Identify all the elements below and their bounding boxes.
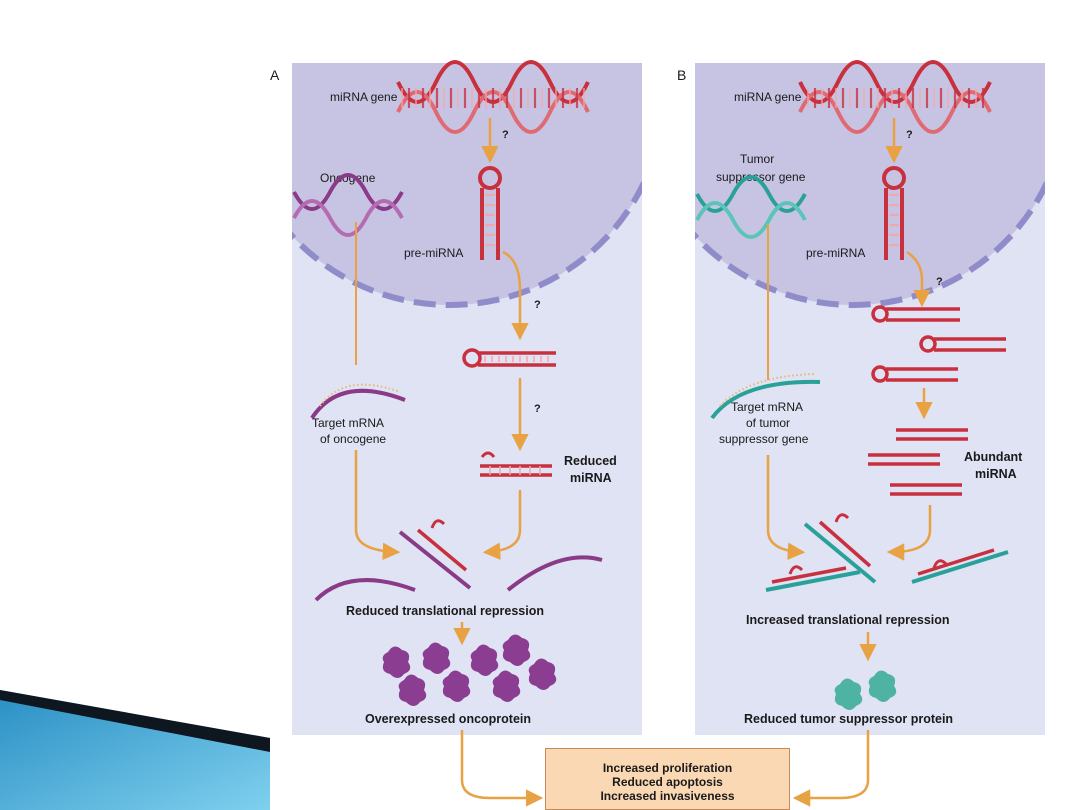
arrow-mirna-to-complex-a xyxy=(482,490,522,560)
mirna-mrna-complexes-b xyxy=(765,513,1009,592)
abundant-mirna-label-line2: miRNA xyxy=(975,467,1017,481)
protein-label-a: Overexpressed oncoprotein xyxy=(365,712,531,726)
pre-mirna-label-a: pre-miRNA xyxy=(404,246,463,260)
oncogene-helix xyxy=(292,173,404,237)
tumor-suppressor-helix xyxy=(695,175,807,239)
outcome-line3: Increased invasiveness xyxy=(600,789,735,803)
mirna-duplexes-b xyxy=(871,305,1006,383)
reduced-mirna-label-line1: Reduced xyxy=(564,454,617,468)
tumor-suppressor-label-line2: suppressor gene xyxy=(716,170,806,184)
target-mrna-label-b-line1: Target mRNA xyxy=(731,400,803,414)
question-mark-b2: ? xyxy=(936,276,943,288)
pre-mirna-hairpin-b xyxy=(882,166,906,260)
repression-label-b: Increased translational repression xyxy=(746,613,950,627)
arrow-a-to-outcome xyxy=(460,730,544,807)
target-mrna-bases-a xyxy=(319,383,401,407)
free-mrna-a2 xyxy=(506,555,603,592)
pre-mirna-label-b: pre-miRNA xyxy=(806,246,865,260)
arrow-mrna-to-complex-b xyxy=(766,455,806,560)
pre-mirna-hairpin-a xyxy=(478,166,502,260)
panel-b-letter: B xyxy=(677,67,686,83)
outcome-line1: Increased proliferation xyxy=(602,761,733,775)
protein-label-b: Reduced tumor suppressor protein xyxy=(744,712,953,726)
question-mark-a2: ? xyxy=(534,299,541,311)
outcome-line2: Reduced apoptosis xyxy=(612,775,723,789)
nuclear-membrane-b xyxy=(695,179,1045,308)
arrow-b-to-outcome xyxy=(792,730,870,807)
free-mrna-a1 xyxy=(314,578,416,602)
mirna-gene-helix-a xyxy=(396,60,590,134)
tumor-suppressor-label-line1: Tumor xyxy=(740,152,774,166)
oncoprotein-cluster xyxy=(382,634,557,706)
mature-mirna-a xyxy=(480,451,552,477)
oncogene-label: Oncogene xyxy=(320,171,376,185)
target-mrna-a xyxy=(310,388,406,420)
mirna-duplex-a1 xyxy=(462,348,556,368)
question-mark-b1: ? xyxy=(906,129,913,141)
abundant-mirna-label-line1: Abundant xyxy=(964,450,1023,464)
arrow-processing-a1 xyxy=(502,250,529,341)
repression-label-a: Reduced translational repression xyxy=(346,604,544,618)
mirna-gene-helix-b xyxy=(798,60,992,134)
target-mrna-bases-b xyxy=(719,373,816,407)
target-mrna-b xyxy=(710,379,821,420)
mirna-gene-label-a: miRNA gene xyxy=(330,90,398,104)
tumor-suppressor-protein-cluster xyxy=(834,670,897,710)
question-mark-a3: ? xyxy=(534,403,541,415)
nuclear-membrane-a xyxy=(292,179,642,308)
target-mrna-label-a-line2: of oncogene xyxy=(320,432,386,446)
reduced-mirna-label-line2: miRNA xyxy=(570,471,612,485)
nucleus-b xyxy=(695,63,1045,305)
mirna-gene-label-b: miRNA gene xyxy=(734,90,802,104)
question-mark-a1: ? xyxy=(502,129,509,141)
outcome-box: Increased proliferation Reduced apoptosi… xyxy=(545,748,790,810)
slide-decoration xyxy=(0,690,270,810)
target-mrna-label-b-line2: of tumor xyxy=(746,416,790,430)
arrow-mrna-to-complex-a xyxy=(354,450,401,561)
panel-a-letter: A xyxy=(270,67,280,83)
target-mrna-label-b-line3: suppressor gene xyxy=(719,432,809,446)
arrow-processing-b xyxy=(906,250,931,308)
mirna-mrna-complex-a xyxy=(398,519,472,590)
arrow-mirna-to-complex-b xyxy=(886,505,932,561)
mature-mirna-b xyxy=(868,428,968,496)
target-mrna-label-a-line1: Target mRNA xyxy=(312,416,384,430)
nucleus-a xyxy=(292,63,642,305)
